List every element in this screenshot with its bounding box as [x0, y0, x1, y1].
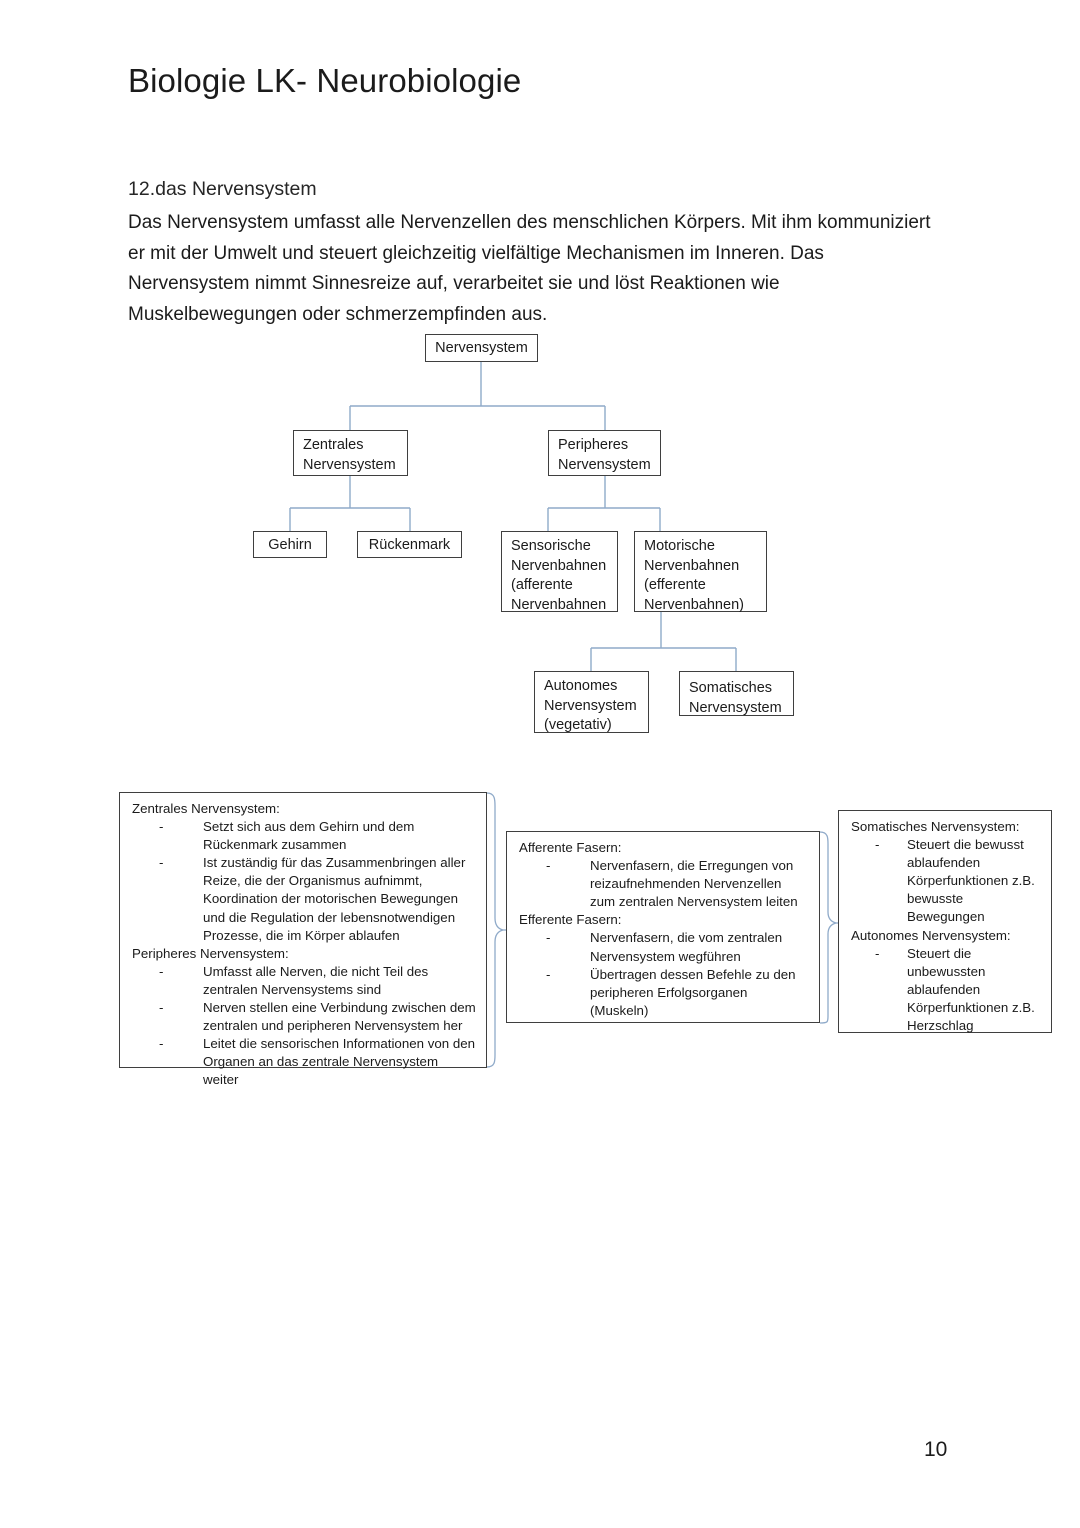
bullet-marker: - [875, 837, 880, 853]
page-number: 10 [924, 1438, 948, 1461]
bullet-list: -Nervenfasern, die vom zentralen Nervens… [519, 929, 809, 1019]
bullet-list: -Steuert die unbewussten ablaufenden Kör… [851, 945, 1041, 1035]
note-heading: Autonomes Nervensystem: [851, 927, 1011, 943]
bullet-list: -Nervenfasern, die Erregungen von reizau… [519, 857, 809, 911]
note-heading: Efferente Fasern: [519, 912, 622, 928]
bullet-marker: - [159, 855, 164, 871]
bullet-marker: - [875, 945, 880, 961]
intro-paragraph: Das Nervensystem umfasst alle Nervenzell… [128, 212, 931, 325]
bullet-item: -Nerven stellen eine Verbindung zwischen… [159, 1000, 476, 1034]
bullet-marker: - [546, 930, 551, 946]
notebox-somatisches-autonomes: Somatisches Nervensystem: -Steuert die b… [838, 810, 1052, 1033]
bullet-item: -Übertragen dessen Befehle zu den periph… [546, 966, 796, 1018]
bullet-list: -Steuert die bewusst ablaufenden Körperf… [851, 836, 1041, 926]
node-nervensystem[interactable]: Nervensystem [425, 334, 538, 362]
note-heading: Somatisches Nervensystem: [851, 819, 1020, 834]
bullet-item: -Setzt sich aus dem Gehirn und dem Rücke… [159, 819, 415, 853]
bullet-item: -Umfasst alle Nerven, die nicht Teil des… [159, 963, 429, 997]
notebox-afferente-efferente: Afferente Fasern: -Nervenfasern, die Err… [506, 831, 820, 1023]
node-gehirn[interactable]: Gehirn [253, 531, 327, 558]
bullet-item: -Nervenfasern, die Erregungen von reizau… [546, 858, 798, 910]
section-heading: 12.das Nervensystem [128, 178, 317, 200]
page-title: Biologie LK- Neurobiologie [128, 62, 522, 99]
note-heading: Zentrales Nervensystem: [132, 801, 280, 816]
bullet-marker: - [159, 819, 164, 835]
bullet-marker: - [546, 966, 551, 982]
notebox-zentrales-peripheres: Zentrales Nervensystem: -Setzt sich aus … [119, 792, 487, 1087]
bullet-marker: - [159, 1000, 164, 1016]
bullet-item: -Nervenfasern, die vom zentralen Nervens… [546, 930, 783, 964]
bullet-item: -Ist zuständig für das Zusammenbringen a… [159, 855, 466, 943]
bullet-item: -Leitet die sensorischen Informationen v… [159, 1036, 476, 1088]
note-heading: Afferente Fasern: [519, 840, 622, 855]
bullet-marker: - [159, 963, 164, 979]
bullet-marker: - [159, 1036, 164, 1052]
node-rueckenmark[interactable]: Rückenmark [357, 531, 462, 558]
bullet-item: -Steuert die unbewussten ablaufenden Kör… [875, 945, 1035, 1034]
bullet-item: -Steuert die bewusst ablaufenden Körperf… [875, 837, 1035, 925]
bullet-list: -Setzt sich aus dem Gehirn und dem Rücke… [132, 818, 476, 945]
bullet-marker: - [546, 858, 551, 874]
note-heading: Peripheres Nervensystem: [132, 945, 289, 961]
bullet-list: -Umfasst alle Nerven, die nicht Teil des… [132, 963, 476, 1090]
